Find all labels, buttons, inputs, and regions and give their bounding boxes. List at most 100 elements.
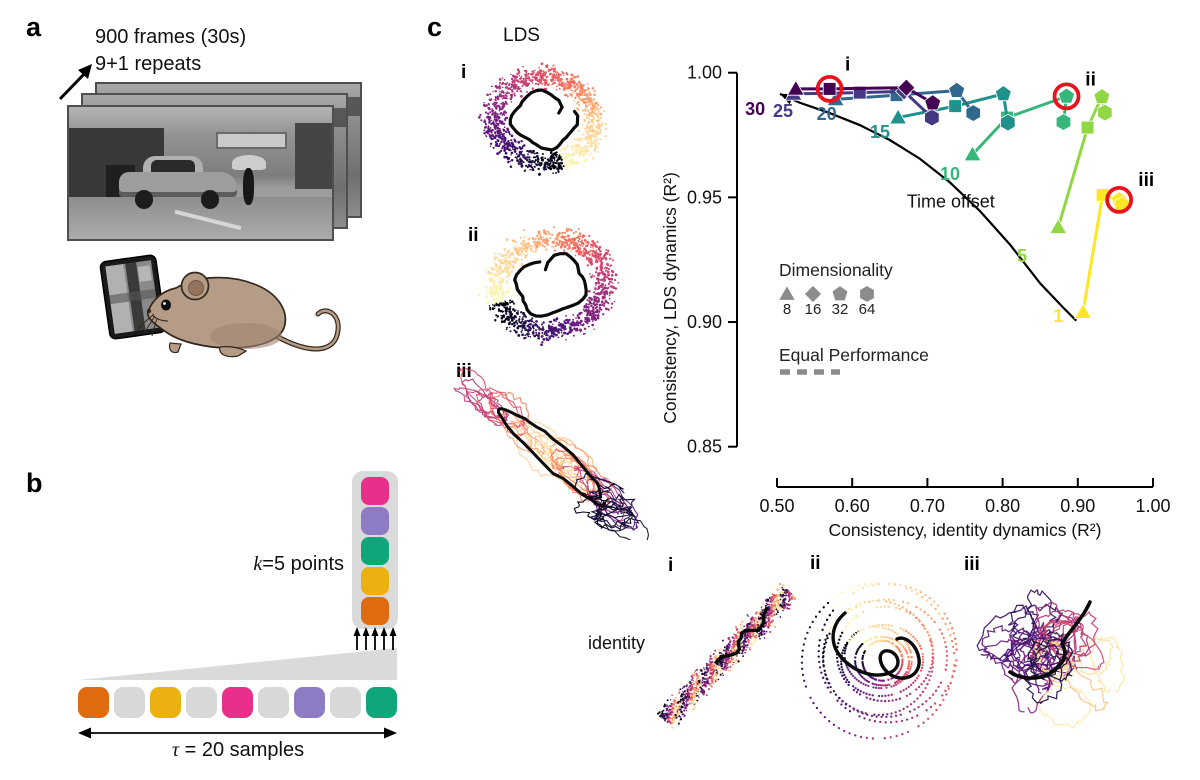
scene-building-right <box>295 122 332 189</box>
tau-symbol: τ <box>171 739 180 761</box>
series-offset-15: 15 <box>870 85 1016 142</box>
y-tick-0.85: 0.85 <box>687 437 722 457</box>
mouse-eye <box>161 299 171 311</box>
identity-plot-ii-label: ii <box>810 553 821 574</box>
legend-equal-performance-label: Equal Performance <box>779 345 929 365</box>
scene-car-wheel-rear <box>134 190 154 209</box>
scene-person <box>242 167 255 205</box>
row-chip-3 <box>186 687 217 718</box>
offset-label-30: 30 <box>745 99 765 119</box>
identity-plot-i-label: i <box>668 555 674 576</box>
panel-b-graphics <box>78 627 397 739</box>
id-iii-trajectory <box>1008 600 1092 680</box>
mouse-tail <box>274 309 340 351</box>
identity-plot-iii-label: iii <box>964 554 980 575</box>
mouse-belly-shade <box>210 323 282 349</box>
time-offset-label: Time offset <box>907 191 995 211</box>
y-tick-1.00: 1.00 <box>687 63 722 83</box>
k-points-label: k=5 points <box>200 553 344 576</box>
row-chip-8 <box>366 687 397 718</box>
y-tick-0.90: 0.90 <box>687 312 722 332</box>
stack-chip-3 <box>361 567 389 595</box>
row-chip-5 <box>258 687 289 718</box>
identity-embedding-i <box>656 583 797 729</box>
identity-label: identity <box>588 633 646 653</box>
annotation-i: i <box>815 55 850 103</box>
annotation-iii: iii <box>1105 170 1154 214</box>
mouse-whiskers <box>137 313 158 337</box>
scene-sign <box>216 132 288 150</box>
stack-chip-0 <box>361 477 389 505</box>
row-chip-4 <box>222 687 253 718</box>
row-chip-6 <box>294 687 325 718</box>
legend-dim-32: 32 <box>832 301 849 318</box>
k-symbol: k <box>253 553 263 575</box>
movie-scene <box>69 107 332 239</box>
legend-dimensionality-title: Dimensionality <box>779 260 893 280</box>
lds-plot-iii-label: iii <box>456 361 472 382</box>
lds-i-cloud <box>478 62 608 176</box>
y-axis-title: Consistency, LDS dynamics (R²) <box>660 172 680 424</box>
svg-text:i: i <box>845 55 850 76</box>
x-tick-0.90: 0.90 <box>1060 496 1095 516</box>
mouse-hind-foot <box>219 346 248 358</box>
offset-label-1: 1 <box>1053 306 1063 326</box>
x-axis-title: Consistency, identity dynamics (R²) <box>829 520 1102 540</box>
time-offset-curve: Time offset <box>779 92 1078 322</box>
panel-a-label: a <box>26 12 42 42</box>
mouse-ear-inner <box>188 280 204 296</box>
x-tick-0.70: 0.70 <box>910 496 945 516</box>
up-arrows-icon <box>356 634 394 650</box>
id-i-trajectory <box>713 606 769 665</box>
series-offset-1: 1 <box>1053 188 1130 326</box>
k-points-text: =5 points <box>262 553 344 575</box>
legend-dim-16: 16 <box>805 301 822 318</box>
lds-plot-i-label: i <box>461 62 467 83</box>
mouse-illustration <box>99 254 341 358</box>
id-i-cloud <box>656 583 797 729</box>
tau-arrow-left-head <box>78 727 91 739</box>
stack-chip-1 <box>361 507 389 535</box>
mouse-nose <box>146 308 152 314</box>
panel-a-caption: 900 frames (30s) 9+1 repeats <box>95 24 246 78</box>
screen-tablet <box>99 254 166 340</box>
id-ii-trajectory <box>831 611 921 680</box>
offset-label-25: 25 <box>773 101 793 121</box>
scene-umbrella <box>232 154 267 171</box>
id-iii-cloud <box>976 588 1125 729</box>
identity-embedding-iii <box>976 588 1125 729</box>
identity-embedding-ii <box>800 582 958 740</box>
series-offset-10: 10 <box>940 87 1075 184</box>
lds-iii-trajectory <box>497 407 606 508</box>
legend-dim-64: 64 <box>859 301 876 318</box>
lds-title: LDS <box>503 25 540 46</box>
svg-text:ii: ii <box>1085 70 1096 91</box>
diagonal-arrow-icon <box>58 64 92 101</box>
series-offset-30: 30 <box>745 78 942 119</box>
mouse-mouth <box>151 314 169 322</box>
offset-label-20: 20 <box>817 104 837 124</box>
x-tick-1.00: 1.00 <box>1135 496 1170 516</box>
mouse-eye-highlight <box>163 302 166 305</box>
offset-label-5: 5 <box>1017 246 1027 266</box>
lds-iii-cloud <box>452 368 649 540</box>
row-chip-1 <box>114 687 145 718</box>
lds-i-trajectory <box>508 88 580 152</box>
row-chip-2 <box>150 687 181 718</box>
lds-ii-cloud <box>477 226 620 347</box>
scene-car-wheel-front <box>200 190 219 209</box>
lds-plot-ii-label: ii <box>468 225 479 246</box>
svg-text:iii: iii <box>1138 170 1154 191</box>
tau-wedge <box>78 648 397 680</box>
offset-label-15: 15 <box>870 122 890 142</box>
legend-dim-8: 8 <box>783 301 791 318</box>
up-arrowheads <box>353 627 397 636</box>
tau-samples-label: τ = 20 samples <box>98 739 378 762</box>
movie-frame-front <box>67 105 334 241</box>
lds-embedding-i <box>478 62 608 176</box>
offset-label-10: 10 <box>940 164 960 184</box>
lds-ii-trajectory <box>513 252 588 318</box>
